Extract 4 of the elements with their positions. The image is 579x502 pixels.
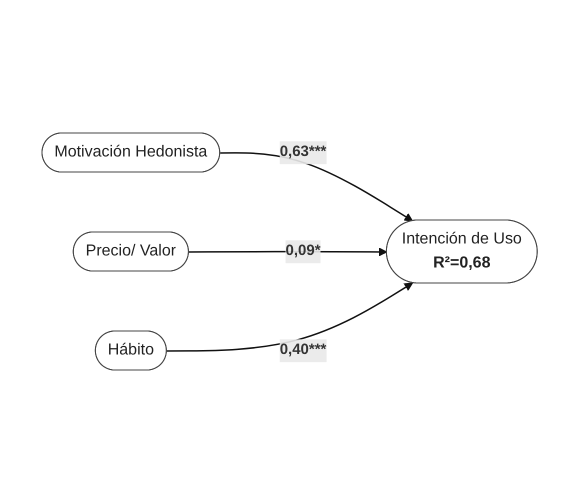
- edge-label: 0,63***: [280, 142, 326, 160]
- arrow: [166, 282, 413, 352]
- edge-label: 0,09*: [285, 242, 320, 259]
- edge-label: 0,40***: [280, 340, 326, 358]
